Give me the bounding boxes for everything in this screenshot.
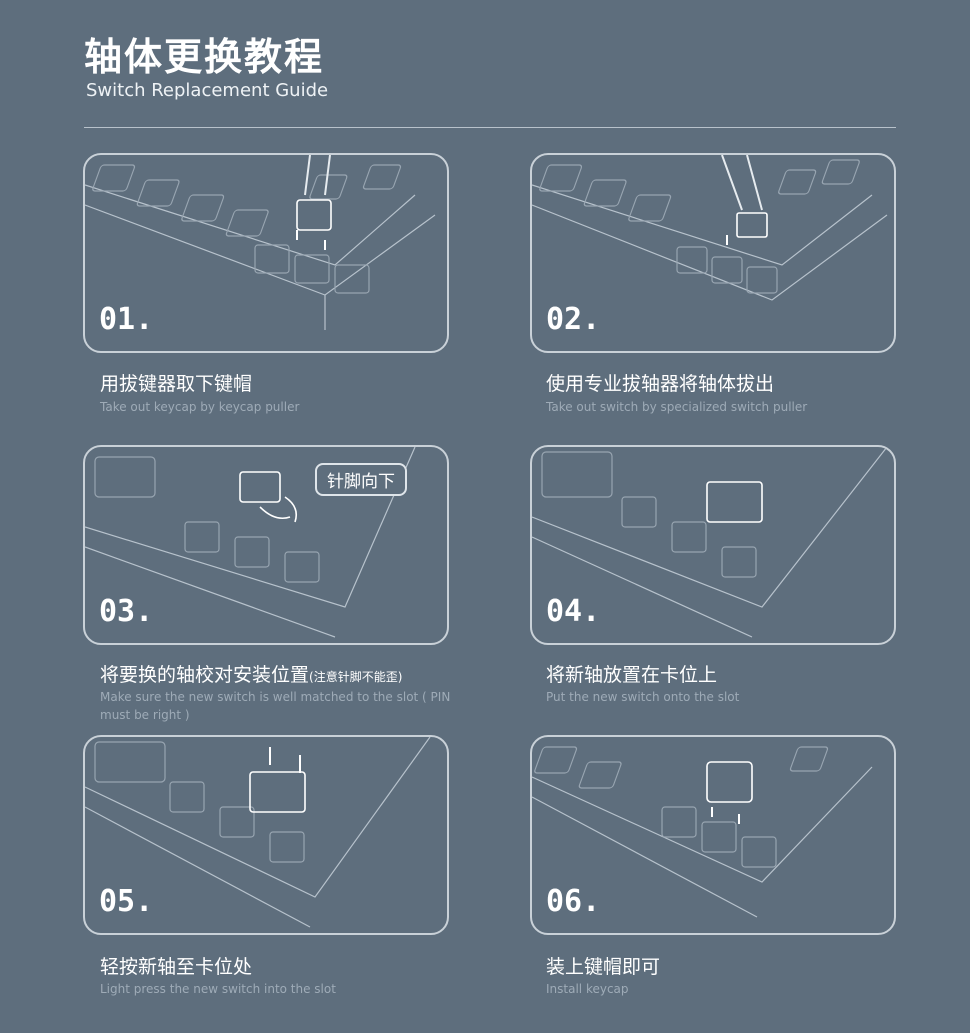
step-4-caption-en: Put the new switch onto the slot xyxy=(546,690,740,704)
step-3-caption-note: (注意针脚不能歪) xyxy=(309,670,403,684)
step-6-number: 06. xyxy=(546,884,601,919)
step-3-caption-en: Make sure the new switch is well matched… xyxy=(100,690,451,722)
header-divider xyxy=(84,127,896,128)
page-title: 轴体更换教程 xyxy=(84,35,325,79)
step-1-caption-zh: 用拔键器取下键帽 xyxy=(100,373,253,395)
pin-down-callout: 针脚向下 xyxy=(315,463,407,496)
step-1-number: 01. xyxy=(99,302,154,337)
step-2-caption-en: Take out switch by specialized switch pu… xyxy=(546,400,808,414)
step-3-number: 03. xyxy=(99,594,154,629)
step-3-card: 针脚向下 03. xyxy=(83,445,449,645)
step-5-caption-zh: 轻按新轴至卡位处 xyxy=(100,956,253,978)
step-2-number: 02. xyxy=(546,302,601,337)
step-6-card: 06. xyxy=(530,735,896,935)
step-4-caption-zh: 将新轴放置在卡位上 xyxy=(546,664,718,686)
step-2-card: 02. xyxy=(530,153,896,353)
step-2-caption-zh: 使用专业拔轴器将轴体拔出 xyxy=(546,373,775,395)
step-3-caption-zh: 将要换的轴校对安装位置(注意针脚不能歪) xyxy=(100,660,402,687)
step-5-number: 05. xyxy=(99,884,154,919)
step-4-card: 04. xyxy=(530,445,896,645)
step-6-caption-en: Install keycap xyxy=(546,982,629,996)
keyboard-illustration-5 xyxy=(85,737,431,928)
step-5-card: 05. xyxy=(83,735,449,935)
keyboard-illustration-4 xyxy=(532,447,888,638)
step-1-card: 01. xyxy=(83,153,449,353)
keyboard-illustration-3 xyxy=(85,447,416,638)
keyboard-illustration-1 xyxy=(85,155,436,330)
step-6-caption-zh: 装上键帽即可 xyxy=(546,956,661,978)
step-4-number: 04. xyxy=(546,594,601,629)
step-1-caption-en: Take out keycap by keycap puller xyxy=(100,400,300,414)
page-subtitle: Switch Replacement Guide xyxy=(86,80,329,101)
keyboard-illustration-2 xyxy=(532,155,888,301)
step-5-caption-en: Light press the new switch into the slot xyxy=(100,982,336,996)
keyboard-illustration-6 xyxy=(532,746,873,918)
step-3-caption-main: 将要换的轴校对安装位置 xyxy=(100,664,310,686)
